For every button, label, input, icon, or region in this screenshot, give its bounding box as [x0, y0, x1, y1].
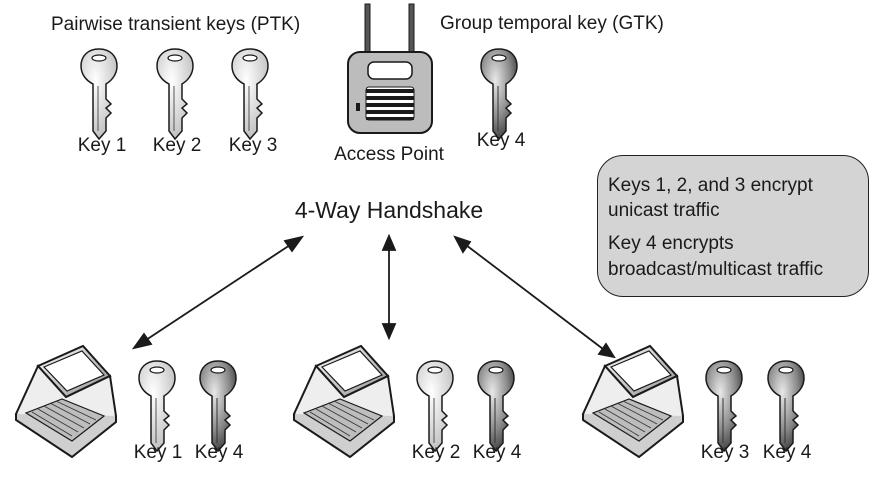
client-key-4-icon	[199, 360, 237, 452]
key-4-label: Key 4	[476, 130, 526, 151]
client-laptop-icon	[15, 345, 117, 458]
client-key-4-icon	[477, 360, 515, 452]
ptk-heading: Pairwise transient keys (PTK)	[51, 14, 301, 35]
client-1-pairwise-label: Key 1	[133, 442, 183, 463]
note-line-3: Key 4 encrypts	[608, 233, 734, 254]
key-1-label: Key 1	[77, 135, 127, 156]
client-2-group-label: Key 4	[472, 442, 522, 463]
note-line-1: Keys 1, 2, and 3 encrypt	[608, 175, 813, 196]
gtk-heading: Group temporal key (GTK)	[440, 13, 664, 34]
access-point-label: Access Point	[334, 144, 444, 165]
client-key-4-icon	[767, 360, 805, 452]
client-laptop-icon	[582, 345, 684, 458]
access-point-icon	[347, 3, 433, 134]
key-3-label: Key 3	[228, 135, 278, 156]
client-3-group-label: Key 4	[762, 442, 812, 463]
note-line-4: broadcast/multicast traffic	[608, 259, 824, 280]
client-2-pairwise-label: Key 2	[411, 442, 461, 463]
key-3-icon	[231, 48, 269, 140]
handshake-arrows	[131, 233, 616, 359]
key-4-icon	[480, 48, 518, 140]
client-key-1-icon	[138, 360, 176, 452]
note-line-2: unicast traffic	[608, 200, 720, 221]
note-box: Keys 1, 2, and 3 encrypt unicast traffic…	[597, 155, 869, 297]
client-key-3-icon	[705, 360, 743, 452]
client-laptop-icon	[293, 345, 395, 458]
key-2-icon	[156, 48, 194, 140]
handshake-label: 4-Way Handshake	[294, 197, 484, 223]
client-1-group-label: Key 4	[194, 442, 244, 463]
key-1-icon	[80, 48, 118, 140]
key-2-label: Key 2	[152, 135, 202, 156]
client-key-2-icon	[416, 360, 454, 452]
client-3-pairwise-label: Key 3	[700, 442, 750, 463]
